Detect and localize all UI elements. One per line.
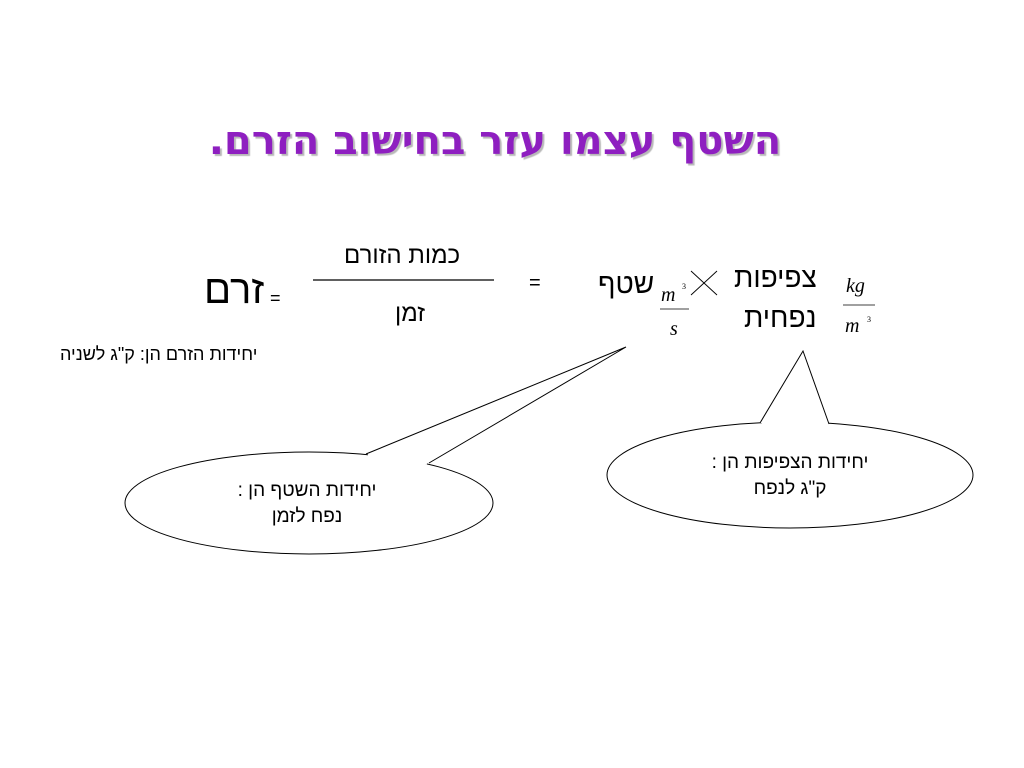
volume-word: נפחית: [744, 302, 817, 333]
flow-word: זרם: [204, 268, 265, 312]
fraction-numerator: כמות הזורם: [344, 242, 461, 269]
rate-word: שטף: [598, 268, 655, 299]
flow-equals-sign: =: [270, 288, 281, 308]
rate-unit-exponent: 3: [682, 282, 686, 291]
callout-rate-line-2: נפח לזמן: [271, 506, 343, 527]
density-unit-numerator: kg: [846, 275, 865, 297]
middle-equals-sign: =: [529, 272, 541, 294]
density-word: צפיפות: [734, 262, 817, 293]
callout-density-line-1: יחידות הצפיפות הן :: [711, 452, 869, 473]
slide-title: השטף עצמו עזר בחישוב הזרם.: [208, 118, 782, 164]
multiply-sign: [690, 270, 718, 296]
callout-rate-units: [124, 346, 627, 555]
callout-density-line-2: ק"ג לנפח: [753, 478, 827, 499]
callout-density-units: [606, 349, 974, 529]
rate-unit-denominator: s: [670, 318, 678, 340]
density-unit-exponent: 3: [867, 315, 871, 324]
density-unit-denominator: m: [845, 315, 860, 337]
callout-rate-units-text: יחידות השטף הן : נפח לזמן: [130, 478, 484, 530]
callout-rate-line-1: יחידות השטף הן :: [237, 480, 377, 501]
flow-units-note: יחידות הזרם הן: ק"ג לשניה: [60, 344, 258, 364]
rate-unit-numerator: m: [661, 284, 676, 306]
callout-density-units-text: יחידות הצפיפות הן : ק"ג לנפח: [610, 450, 970, 502]
fraction-denominator: זמן: [395, 300, 425, 327]
